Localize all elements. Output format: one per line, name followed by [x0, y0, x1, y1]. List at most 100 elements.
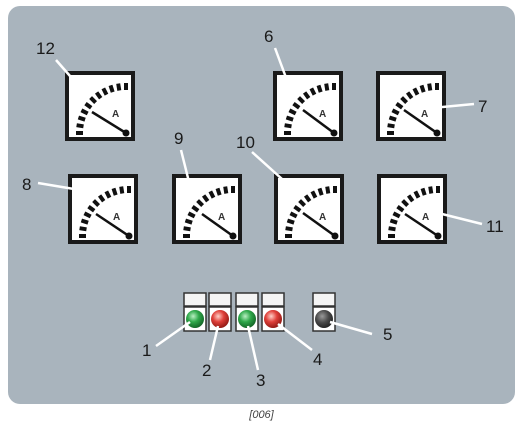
- callout-1: 1: [142, 341, 151, 360]
- meter-frame: [273, 71, 343, 141]
- scale-tick: [325, 186, 331, 194]
- indicator-1: [183, 292, 207, 332]
- indicator-3: [235, 292, 259, 332]
- leader-line-12: [55, 59, 85, 93]
- meter-frame: [376, 71, 446, 141]
- leader-line-1: [155, 320, 191, 348]
- scale-tick: [108, 84, 115, 93]
- scale-tick: [196, 199, 205, 208]
- scale-tick: [223, 186, 229, 194]
- meter-scale: [284, 83, 336, 135]
- indicator-5: [312, 292, 336, 332]
- indicator-window: [208, 292, 232, 307]
- leader-line-10: [251, 151, 293, 189]
- meter-unit: A: [319, 212, 326, 223]
- scale-tick: [298, 199, 307, 208]
- scale-tick: [183, 226, 191, 232]
- scale-tick: [302, 91, 311, 100]
- leader-lines: [37, 47, 483, 371]
- scale-tick: [286, 218, 295, 225]
- meter-needle: [404, 212, 439, 238]
- callout-12: 12: [36, 39, 55, 58]
- indicator-window: [183, 292, 207, 307]
- scale-tick: [284, 123, 292, 129]
- scale-tick: [405, 91, 414, 100]
- green-lamp: [186, 310, 204, 328]
- callout-numbers: 12 6 7 8 9 10 11 1 2 3 4 5: [22, 27, 504, 390]
- callout-8: 8: [22, 175, 31, 194]
- meter-unit: A: [218, 212, 225, 223]
- scale-tick: [310, 190, 318, 199]
- meter-unit: A: [422, 212, 429, 223]
- scale-tick: [389, 218, 398, 225]
- meter-frame: [274, 174, 344, 244]
- scale-tick: [391, 108, 400, 116]
- scale-tick: [101, 87, 109, 96]
- scale-tick: [288, 108, 297, 116]
- callout-3: 3: [256, 371, 265, 390]
- scale-tick: [412, 87, 420, 96]
- meter-pivot: [433, 129, 441, 137]
- meter-pivot: [125, 232, 133, 240]
- scale-tick: [80, 108, 89, 116]
- scale-tick: [119, 186, 125, 194]
- meter-unit: A: [319, 109, 326, 120]
- scale-tick: [77, 115, 86, 122]
- scale-tick: [400, 96, 409, 105]
- meter-7: A: [376, 71, 446, 141]
- scale-tick: [309, 87, 317, 96]
- callout-9: 9: [174, 129, 183, 148]
- scale-tick: [420, 187, 427, 196]
- callout-4: 4: [313, 350, 322, 369]
- scale-tick: [104, 190, 112, 199]
- scale-tick: [427, 83, 433, 91]
- callout-6: 6: [264, 27, 273, 46]
- scale-tick: [388, 226, 396, 232]
- scale-tick: [289, 211, 298, 219]
- scale-tick: [80, 218, 89, 225]
- scale-tick: [293, 204, 302, 213]
- meter-frame: [172, 174, 242, 244]
- scale-tick: [428, 186, 434, 194]
- callout-7: 7: [478, 97, 487, 116]
- meter-scale: [285, 186, 337, 238]
- leader-line-7: [431, 102, 475, 110]
- meter-8: A: [68, 174, 138, 244]
- indicator-window: [312, 292, 336, 307]
- leader-line-8: [37, 181, 81, 192]
- scale-tick: [89, 96, 98, 105]
- scale-tick: [79, 226, 87, 232]
- scale-tick: [94, 91, 103, 100]
- scale-tick: [303, 194, 312, 203]
- meter-needle: [302, 108, 335, 135]
- indicator-2: [208, 292, 232, 332]
- meter-frame: [68, 174, 138, 244]
- red-lamp: [264, 310, 282, 328]
- callout-11: 11: [486, 217, 504, 236]
- callout-5: 5: [383, 325, 392, 344]
- meter-pivot: [122, 129, 130, 137]
- meter-unit: A: [112, 109, 119, 120]
- meter-needle: [91, 110, 127, 135]
- scale-tick: [413, 190, 421, 199]
- scale-tick: [208, 190, 216, 199]
- indicator-4: [261, 292, 285, 332]
- scale-tick: [116, 83, 122, 91]
- scale-tick: [215, 187, 222, 196]
- meter-needle: [95, 212, 130, 238]
- meter-unit: A: [113, 212, 120, 223]
- scale-tick: [401, 199, 410, 208]
- scale-tick: [316, 84, 323, 93]
- scale-tick: [392, 211, 401, 219]
- meter-10: A: [274, 174, 344, 244]
- scale-tick: [292, 101, 301, 110]
- meter-pivot: [330, 129, 338, 137]
- meter-pivot: [229, 232, 237, 240]
- meter-scale: [183, 186, 235, 238]
- scale-tick: [387, 123, 395, 129]
- scale-tick: [83, 211, 92, 219]
- scale-tick: [201, 194, 210, 203]
- meter-scale: [388, 186, 440, 238]
- scale-tick: [419, 84, 426, 93]
